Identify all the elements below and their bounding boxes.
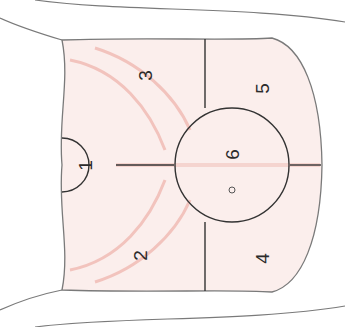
region-area: 2: [100, 225, 180, 285]
arm-line: [0, 18, 62, 40]
region-dividers: [116, 39, 321, 291]
region-number: 6: [222, 149, 241, 160]
rib-line: [70, 180, 165, 270]
rib-line: [70, 60, 165, 150]
circle-outline: [175, 108, 289, 222]
region-number: 1: [75, 160, 94, 171]
navel-mark: [229, 187, 235, 193]
arm-line: [0, 290, 62, 310]
region-shape: 6: [174, 107, 290, 223]
divider-line: [116, 164, 174, 165]
region-area: 5: [222, 58, 302, 118]
rib-line: [95, 200, 190, 282]
circle-outline: [174, 107, 290, 223]
arm-line: [35, 306, 345, 327]
divider-line: [290, 164, 321, 165]
divider-line: [204, 222, 205, 291]
rib-lines: [70, 48, 320, 282]
region-area: 3: [105, 45, 185, 105]
region-area: 4: [222, 228, 302, 288]
region-shape: 1: [62, 137, 116, 193]
torso-outline: [61, 38, 322, 292]
rib-line: [95, 48, 190, 130]
region-number: 2: [130, 250, 149, 261]
divider-line: [204, 39, 205, 108]
region-number: 4: [252, 253, 271, 264]
region-number: 3: [135, 70, 154, 81]
region-number: 5: [252, 83, 271, 94]
arm-line: [35, 0, 345, 22]
